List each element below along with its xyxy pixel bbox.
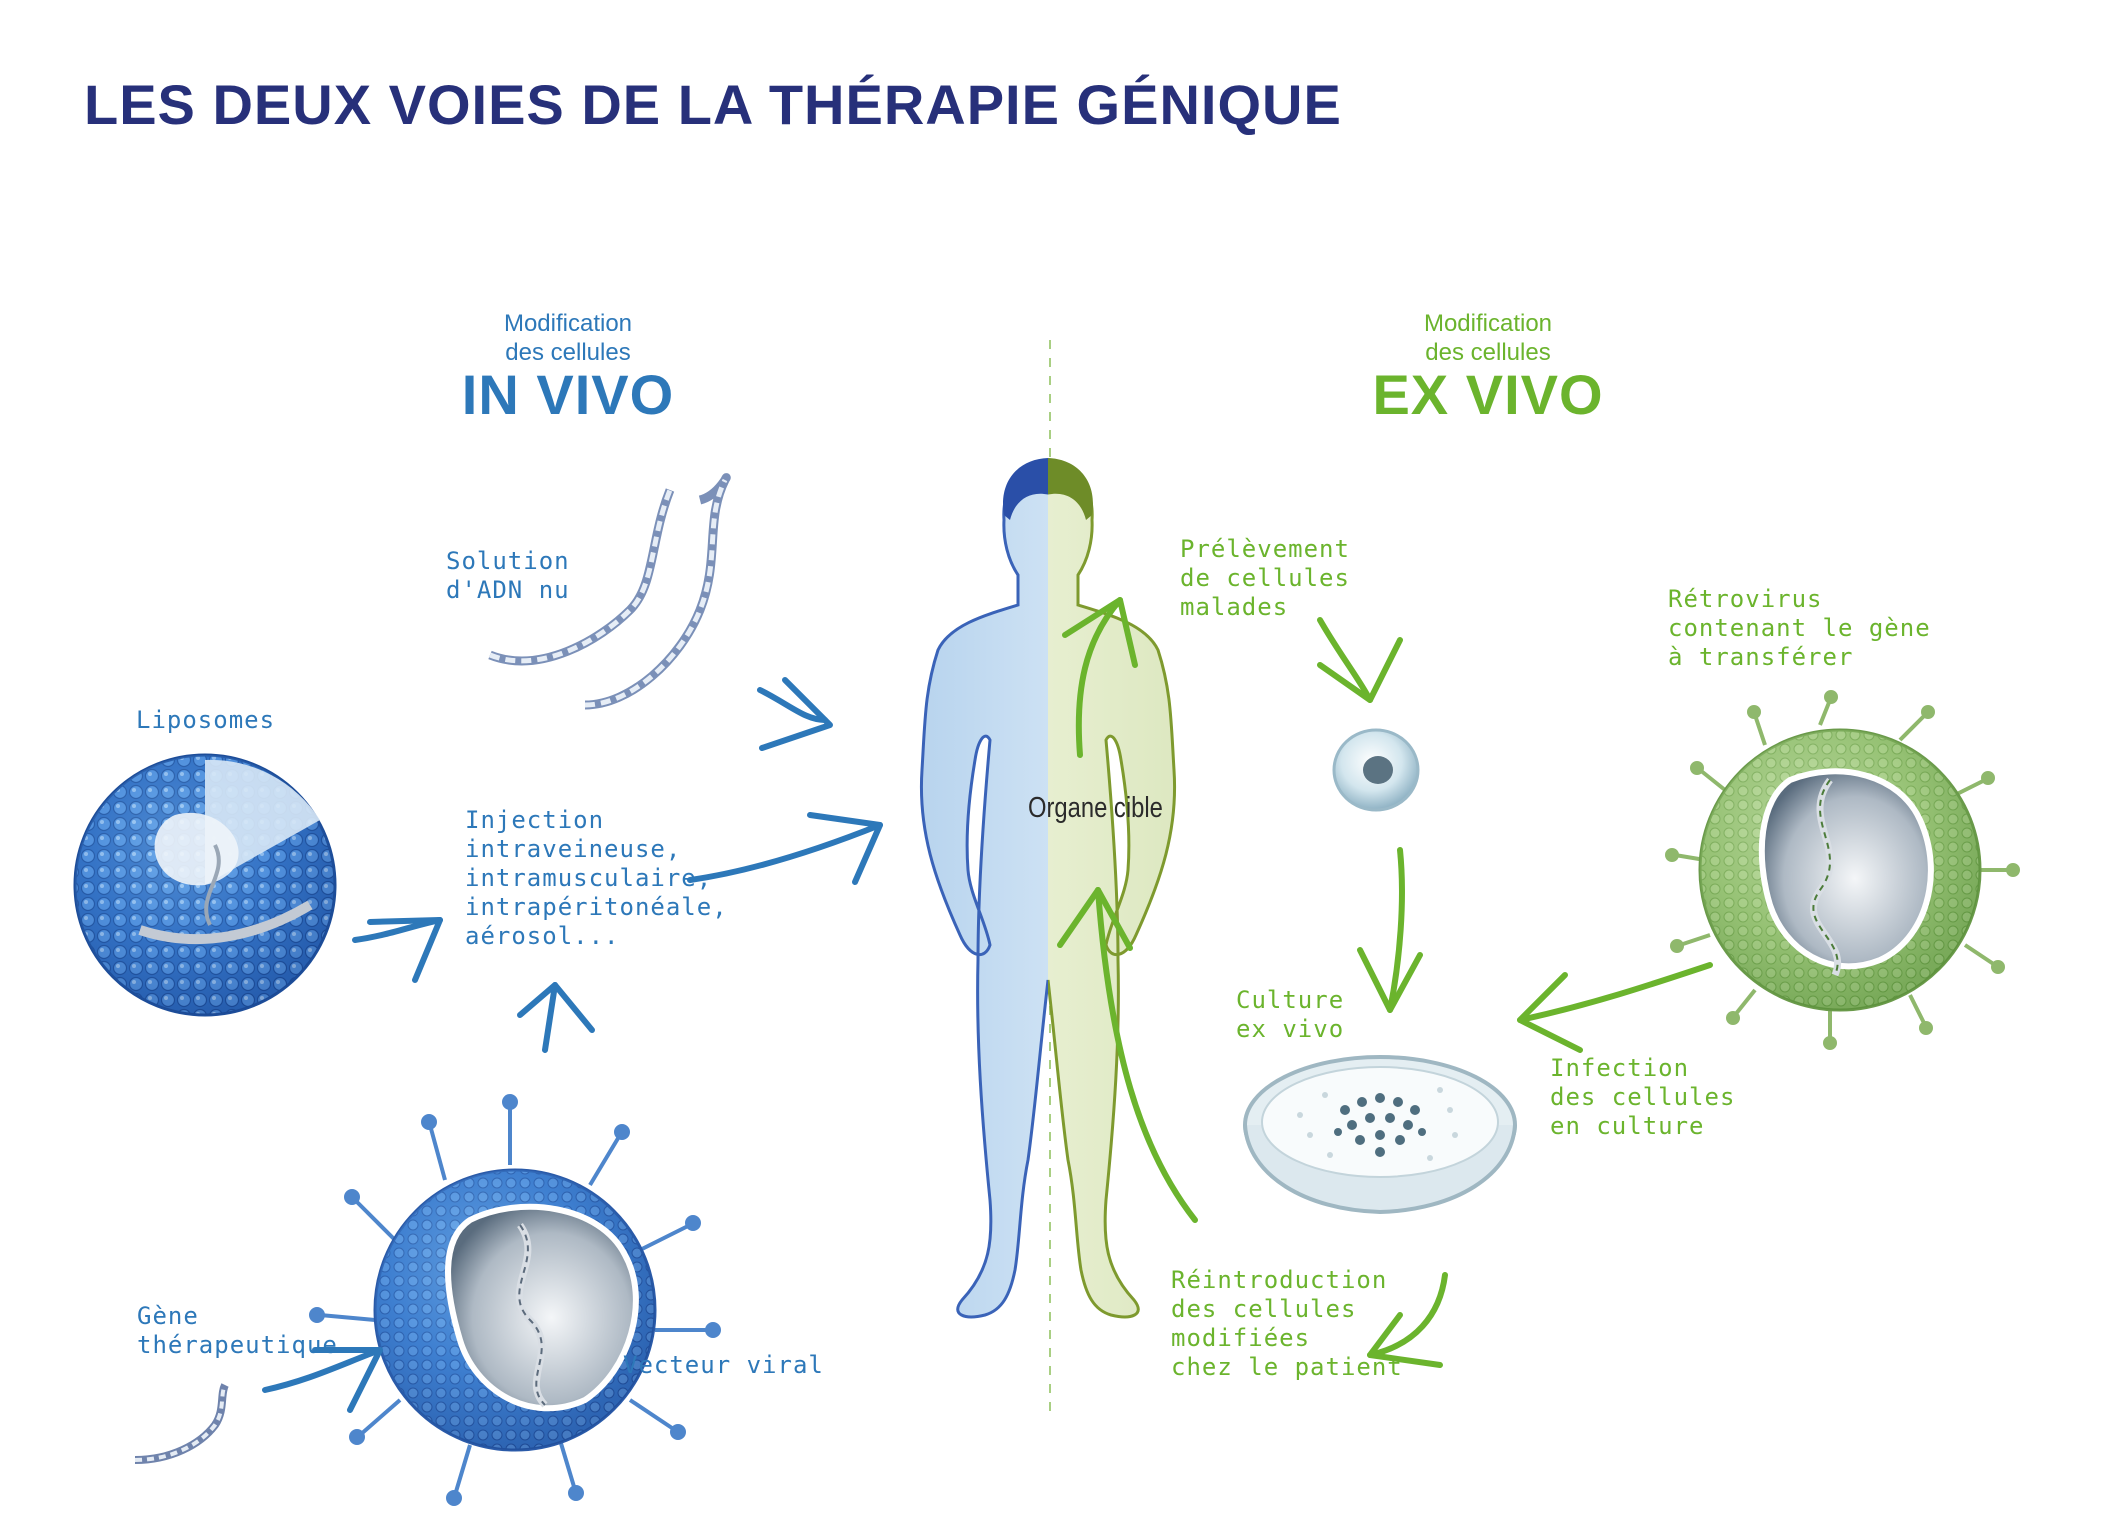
arrow-liposome-to-injection-icon xyxy=(352,917,443,983)
in-vivo-arrows xyxy=(262,677,883,1413)
in-vivo-subtitle-line1: Modification xyxy=(503,310,633,337)
label-therapeutic-gene: Gène thérapeutique xyxy=(137,1302,338,1359)
diseased-cell-icon xyxy=(1332,728,1420,812)
ex-vivo-subtitle: Modification des cellules xyxy=(1278,309,1698,367)
label-infection: Infection des cellules en culture xyxy=(1550,1054,1736,1140)
label-retrovirus: Rétrovirus contenant le gène à transfére… xyxy=(1668,585,1931,671)
label-sampling: Prélèvement de cellules malades xyxy=(1180,535,1350,621)
arrow-injection-to-body-icon xyxy=(687,812,883,885)
label-liposomes: Liposomes xyxy=(136,706,276,734)
ex-vivo-subtitle-line1: Modification xyxy=(1423,310,1553,337)
in-vivo-subtitle: Modification des cellules xyxy=(358,309,778,367)
arrow-cell-to-dish-icon xyxy=(1357,847,1423,1013)
arrow-gene-to-viral-icon xyxy=(262,1347,383,1413)
human-body xyxy=(919,458,1177,1319)
in-vivo-heading: IN VIVO xyxy=(461,363,675,426)
arrow-dna-to-body-icon xyxy=(757,677,833,751)
page-title: LES DEUX VOIES DE LA THÉRAPIE GÉNIQUE xyxy=(84,73,1342,136)
label-dna-solution: Solution d'ADN nu xyxy=(446,547,570,604)
retrovirus-icon xyxy=(1665,690,2020,1050)
arrow-dish-to-reintroduction-icon xyxy=(1367,1272,1448,1368)
label-injection: Injection intraveineuse, intramusculaire… xyxy=(465,806,728,950)
dna-strand-icon xyxy=(488,473,731,710)
arrow-reintroduction-to-body-icon xyxy=(1057,887,1198,1223)
therapeutic-gene-icon xyxy=(134,1383,229,1464)
label-viral-vector: Vecteur viral xyxy=(623,1351,824,1379)
label-target-organ: Organe cible xyxy=(1028,792,1163,824)
viral-vector-icon xyxy=(309,1094,721,1506)
arrow-viral-to-injection-icon xyxy=(517,982,595,1053)
ex-vivo-subtitle-line2: des cellules xyxy=(1425,339,1551,366)
ex-vivo-heading: EX VIVO xyxy=(1372,363,1604,426)
label-culture: Culture ex vivo xyxy=(1236,986,1345,1043)
petri-dish-icon xyxy=(1243,1055,1517,1215)
liposome-icon xyxy=(73,753,337,1017)
in-vivo-subtitle-line2: des cellules xyxy=(505,339,631,366)
arrow-body-to-sampling-icon xyxy=(1062,597,1138,758)
ex-vivo-arrows xyxy=(1057,597,1713,1368)
arrow-sampling-to-cell-icon xyxy=(1317,617,1403,703)
arrow-retrovirus-to-dish-icon xyxy=(1517,962,1713,1053)
label-reintroduction: Réintroduction des cellules modifiées ch… xyxy=(1171,1266,1403,1381)
